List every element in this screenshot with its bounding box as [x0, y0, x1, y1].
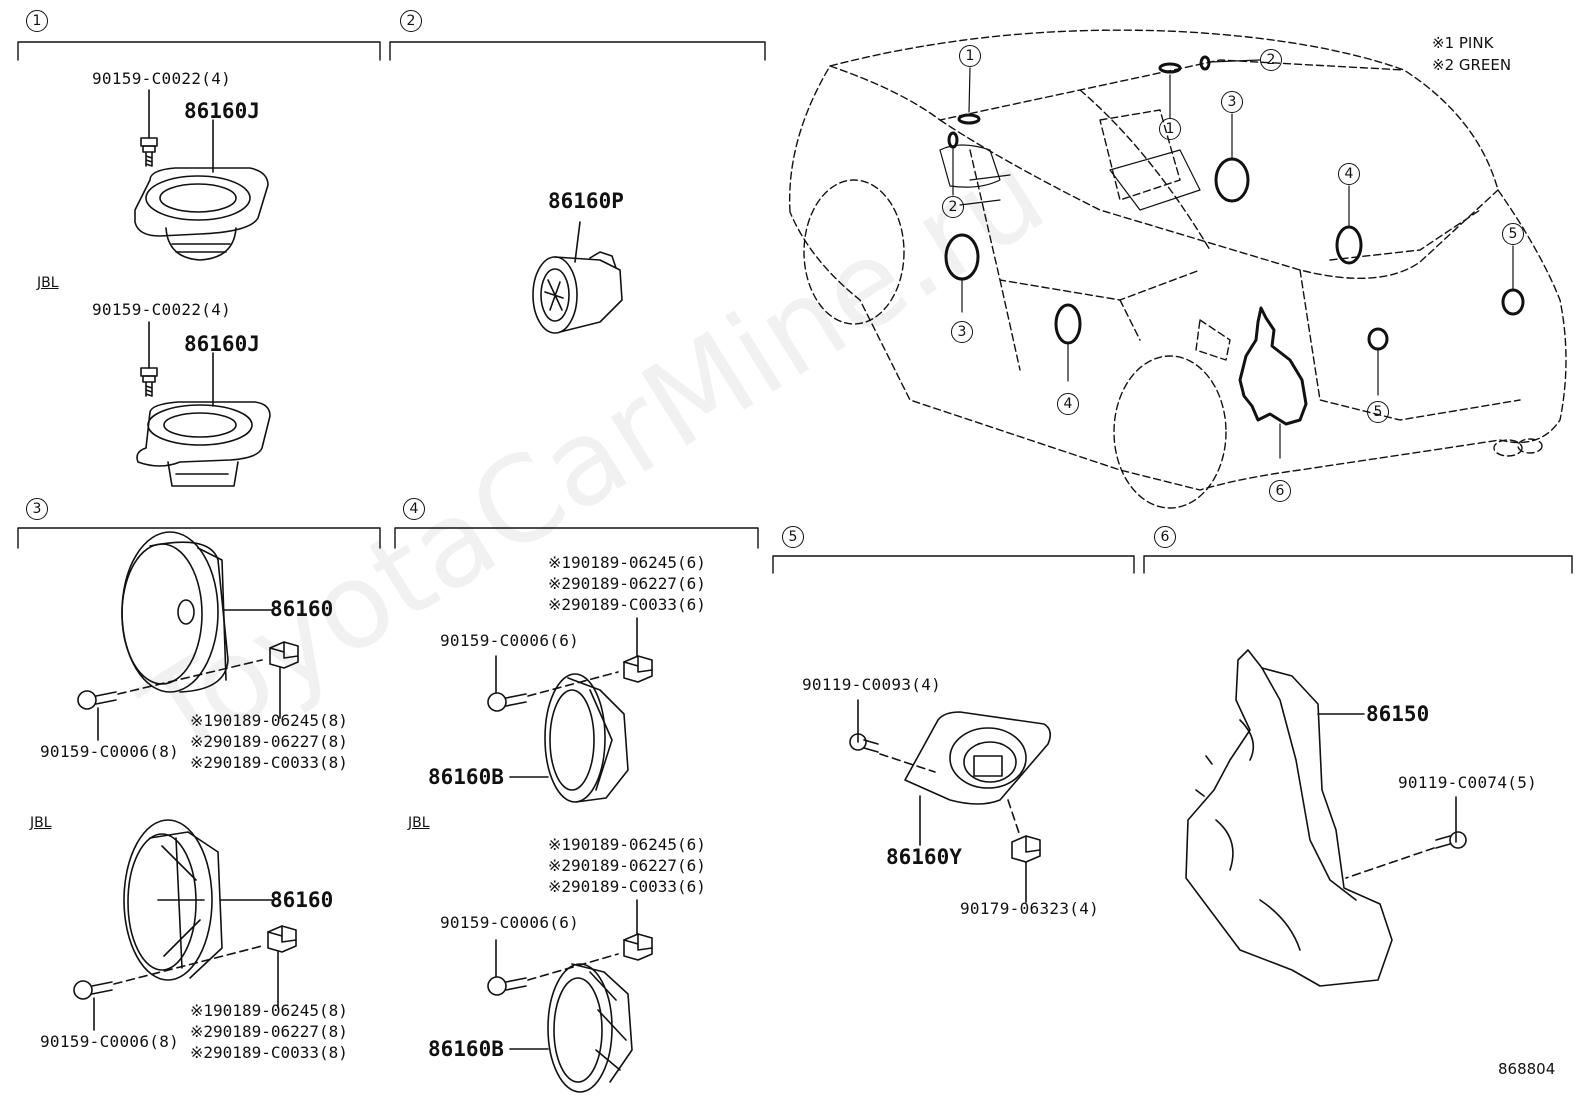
section-number-1: 1	[26, 10, 48, 32]
clip-icon	[1007, 799, 1041, 903]
screw-icon	[77, 659, 263, 741]
s1-jbl-label: JBL	[37, 275, 59, 291]
tweeter-86160j-top	[134, 119, 269, 261]
car-callout-3: 3	[1221, 91, 1243, 113]
clip-icon	[267, 925, 297, 1009]
s3-jbl-clip-notes: ※190189-06245(8) ※290189-06227(8) ※29018…	[190, 1000, 348, 1063]
car-callout-4: 4	[1338, 163, 1360, 185]
s4-jbl-clip-notes: ※190189-06245(6) ※290189-06227(6) ※29018…	[548, 834, 706, 897]
clip-icon	[623, 617, 653, 683]
s4-clip-note: ※190189-06245(6)	[548, 553, 706, 572]
screw-icon	[487, 655, 619, 712]
s4-screw-label: 90159-C0006(6)	[440, 631, 580, 650]
s3-jbl-screw-label: 90159-C0006(8)	[40, 1032, 180, 1051]
s6-part-label: 86150	[1366, 702, 1430, 726]
legend: ※1 PINK ※2 GREEN	[1432, 32, 1511, 76]
s3-clip-notes: ※190189-06245(8) ※290189-06227(8) ※29018…	[190, 710, 348, 773]
s2-part-label: 86160P	[548, 189, 624, 213]
s3-clip-note: ※190189-06245(8)	[190, 711, 348, 730]
speaker-86160p	[532, 221, 623, 334]
s4-jbl-screw-label: 90159-C0006(6)	[440, 913, 580, 932]
screw-icon	[849, 699, 936, 773]
section-number-5: 5	[782, 526, 804, 548]
legend-pink: ※1 PINK	[1432, 34, 1494, 52]
s3-jbl-part-label: 86160	[270, 888, 334, 912]
s1-jbl-part-label: 86160J	[184, 332, 260, 356]
section-number-4: 4	[403, 498, 425, 520]
tweeter-86160j-jbl	[136, 352, 271, 487]
s4-clip-note: ※290189-06227(6)	[548, 574, 706, 593]
speaker-86160b-jbl	[509, 963, 633, 1093]
car-callout-5b: 5	[1367, 401, 1389, 423]
car-callout-4b: 4	[1057, 393, 1079, 415]
section-brackets	[17, 41, 1573, 574]
clip-icon	[269, 641, 299, 719]
screw-icon	[73, 945, 263, 1031]
screw-icon	[1345, 796, 1467, 879]
car-callout-1: 1	[959, 45, 981, 67]
s4-jbl-part-label: 86160B	[428, 1037, 504, 1061]
s3-clip-note: ※290189-C0033(8)	[190, 753, 348, 772]
car-callout-2b: 2	[942, 196, 964, 218]
subwoofer-86150	[1185, 649, 1393, 987]
s4-clip-note: ※290189-C0033(6)	[548, 595, 706, 614]
vehicle-details	[939, 144, 1201, 211]
s1-part-label: 86160J	[184, 99, 260, 123]
car-callout-1b: 1	[1159, 118, 1181, 140]
callout-leaders	[952, 59, 1514, 459]
section-number-2: 2	[400, 10, 422, 32]
s4-part-label: 86160B	[428, 765, 504, 789]
s4-jbl-clip-note: ※290189-06227(6)	[548, 856, 706, 875]
car-callout-6: 6	[1269, 480, 1291, 502]
screw-icon	[140, 89, 158, 167]
s4-jbl-clip-note: ※190189-06245(6)	[548, 835, 706, 854]
s3-jbl-clip-note: ※190189-06245(8)	[190, 1001, 348, 1020]
s3-jbl-label: JBL	[30, 815, 52, 831]
legend-green: ※2 GREEN	[1432, 56, 1512, 74]
s5-clip-label: 90179-06323(4)	[960, 899, 1100, 918]
screw-icon	[140, 321, 158, 397]
s3-jbl-clip-note: ※290189-06227(8)	[190, 1022, 348, 1041]
speaker-86160-top	[121, 531, 273, 693]
speaker-86160-jbl	[123, 819, 273, 981]
s3-screw-label: 90159-C0006(8)	[40, 742, 180, 761]
s3-jbl-clip-note: ※290189-C0033(8)	[190, 1043, 348, 1062]
s3-part-label: 86160	[270, 597, 334, 621]
s6-screw-label: 90119-C0074(5)	[1398, 773, 1538, 792]
diagram-code: 868804	[1498, 1060, 1556, 1078]
s4-jbl-label: JBL	[408, 815, 430, 831]
s5-part-label: 86160Y	[886, 845, 962, 869]
s1-screw-label: 90159-C0022(4)	[92, 69, 232, 88]
car-callout-5: 5	[1502, 223, 1524, 245]
s4-clip-notes: ※190189-06245(6) ※290189-06227(6) ※29018…	[548, 552, 706, 615]
clip-icon	[623, 899, 653, 961]
speaker-86160y	[904, 711, 1052, 846]
section-number-3: 3	[26, 498, 48, 520]
vehicle-outline	[788, 29, 1567, 509]
screw-icon	[487, 939, 619, 996]
car-callout-2: 2	[1260, 49, 1282, 71]
s3-clip-note: ※290189-06227(8)	[190, 732, 348, 751]
s4-jbl-clip-note: ※290189-C0033(6)	[548, 877, 706, 896]
speaker-86160b-top	[509, 673, 629, 803]
s1-jbl-screw-label: 90159-C0022(4)	[92, 300, 232, 319]
section-number-6: 6	[1154, 526, 1176, 548]
car-callout-3b: 3	[951, 321, 973, 343]
s5-screw-label: 90119-C0093(4)	[802, 675, 942, 694]
